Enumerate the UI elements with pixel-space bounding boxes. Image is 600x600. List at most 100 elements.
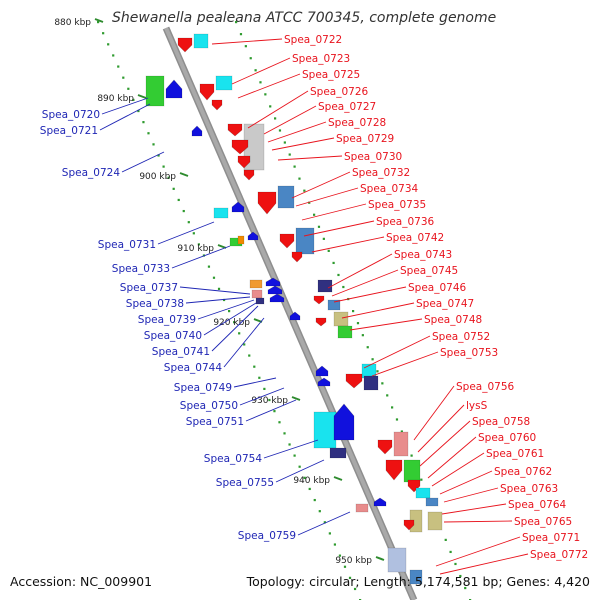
leader-line [237, 73, 301, 99]
leader-line [179, 286, 251, 295]
gene-label-spea-0739: Spea_0739 [138, 314, 196, 326]
gene-arrow [315, 365, 329, 377]
gene-label-spea-0744: Spea_0744 [164, 362, 223, 374]
gene-block [213, 207, 229, 219]
leader-line [275, 459, 325, 483]
gene-block [313, 411, 337, 449]
tick-label: 920 kbp [213, 318, 250, 328]
gene-arrow [403, 519, 415, 531]
leader-line [157, 221, 215, 245]
gene-arrow [211, 99, 223, 111]
leader-line [435, 536, 521, 567]
leader-line [263, 439, 319, 459]
backbone [162, 26, 418, 600]
genome-summary-text: Topology: circular; Length: 5,174,581 bp… [246, 574, 590, 589]
gene-label-spea-0749: Spea_0749 [174, 382, 232, 394]
gene-label-spea-0759: Spea_0759 [238, 530, 296, 542]
leader-line [291, 171, 351, 199]
gene-arrow [177, 37, 193, 53]
accession-text: Accession: NC_009901 [10, 574, 152, 589]
gene-label-spea-0753: Spea_0753 [440, 347, 498, 359]
gene-label-spea-0747: Spea_0747 [416, 298, 474, 310]
dot-tracks [97, 21, 472, 600]
gene-label-spea-0737: Spea_0737 [120, 282, 178, 294]
gene-label-spea-0748: Spea_0748 [424, 314, 482, 326]
leader-line [439, 470, 493, 495]
gene-arrow [313, 295, 325, 305]
leader-line [297, 511, 351, 536]
gene-block [427, 511, 443, 531]
gene-label-spea-0740: Spea_0740 [144, 330, 202, 342]
leader-line [121, 151, 165, 173]
gene-arrow [279, 233, 295, 249]
tick-label: 910 kbp [177, 244, 214, 254]
gene-label-spea-0742: Spea_0742 [386, 232, 444, 244]
leader-line [211, 38, 283, 45]
leader-line [203, 302, 257, 336]
gene-arrow [247, 231, 259, 241]
tick-marks: 880 kbp 890 kbp 900 kbp 910 kbp 920 kbp 930 k… [54, 18, 385, 566]
gene-arrow [227, 123, 243, 137]
gene-label-spea-0728: Spea_0728 [328, 117, 386, 129]
gene-block [237, 235, 245, 245]
leader-line [431, 452, 485, 487]
gene-arrow [345, 373, 363, 389]
leader-line [371, 351, 439, 377]
tick-label: 880 kbp [54, 18, 91, 28]
leader-line [99, 103, 151, 131]
leader-line [247, 90, 309, 129]
leader-line [333, 286, 407, 303]
gene-block [409, 569, 423, 585]
tick-label: 890 kbp [97, 94, 134, 104]
gene-label-spea-0756: Spea_0756 [456, 381, 515, 393]
gene-label-spea-0762: Spea_0762 [494, 466, 552, 478]
leader-line [277, 155, 343, 161]
gene-block [363, 375, 379, 391]
gene-label-spea-0741: Spea_0741 [152, 346, 210, 358]
leader-line [197, 299, 255, 320]
gene-label-spea-0750: Spea_0750 [180, 400, 238, 412]
gene-arrow [377, 439, 393, 455]
gene-label-spea-0755: Spea_0755 [216, 477, 274, 489]
gene-label-spea-0763: Spea_0763 [500, 483, 558, 495]
tick-label: 950 kbp [335, 556, 372, 566]
gene-arrow [291, 251, 303, 263]
gene-block [403, 459, 421, 483]
gene-block [425, 497, 439, 507]
leader-line [427, 436, 477, 479]
leader-line [311, 236, 385, 253]
gene-block [387, 547, 407, 573]
gene-label-spea-0736: Spea_0736 [376, 216, 435, 228]
gene-block [317, 279, 333, 293]
gene-arrow [165, 79, 183, 99]
tick-label: 930 kbp [251, 396, 288, 406]
leader-line [101, 97, 149, 115]
leader-line [267, 121, 327, 143]
gene-label-spea-0726: Spea_0726 [310, 86, 369, 98]
gene-block [329, 447, 347, 459]
gene-label-spea-0721: Spea_0721 [40, 125, 98, 137]
gene-label-spea-0760: Spea_0760 [478, 432, 536, 444]
gene-label-spea-0738: Spea_0738 [126, 298, 184, 310]
gene-label-spea-0743: Spea_0743 [394, 249, 452, 261]
gene-label-spea-0754: Spea_0754 [204, 453, 263, 465]
leader-line [223, 317, 265, 368]
gene-arrow [257, 191, 277, 215]
gene-block [415, 487, 431, 499]
gene-label-spea-0772: Spea_0772 [530, 549, 588, 561]
map-title: Shewanella pealeana ATCC 700345, complet… [112, 10, 496, 26]
tick-label: 900 kbp [139, 172, 176, 182]
gene-label-spea-0729: Spea_0729 [336, 133, 394, 145]
gene-block [277, 185, 295, 209]
gene-label-spea-0720: Spea_0720 [42, 109, 100, 121]
gene-label-spea-0745: Spea_0745 [400, 265, 458, 277]
leader-line [233, 377, 277, 388]
gene-label-spea-0765: Spea_0765 [514, 516, 572, 528]
leader-line [349, 318, 423, 331]
leader-line [443, 520, 513, 523]
leader-line [185, 296, 251, 304]
gene-label-spea-0771: Spea_0771 [522, 532, 580, 544]
gene-arrow [243, 169, 255, 181]
gene-label-spea-0751: Spea_0751 [186, 416, 244, 428]
